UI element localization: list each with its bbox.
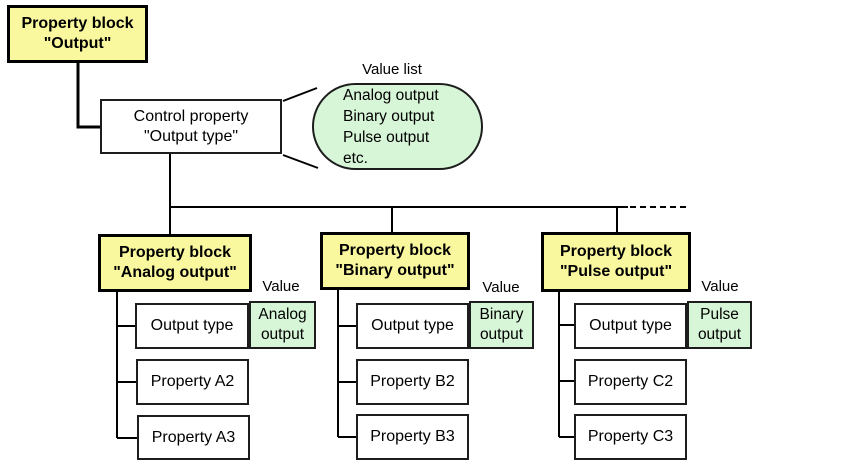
value-list-item: Binary output xyxy=(343,107,435,125)
property-label: Property A3 xyxy=(151,428,236,446)
value-list-item: Analog output xyxy=(343,86,439,104)
value-line2: output xyxy=(479,326,524,343)
spine-analog-column xyxy=(116,292,137,439)
output-type-label: Output type xyxy=(371,317,454,334)
property-label: Property A2 xyxy=(150,373,235,390)
output-type-box-binary: Output type xyxy=(356,303,469,349)
value-box-binary: Binary output xyxy=(469,301,534,349)
value-line2: output xyxy=(697,326,742,343)
property-label: Property B3 xyxy=(370,428,455,445)
property-block-output: Property block "Output" xyxy=(7,5,148,63)
value-line1: Pulse xyxy=(700,306,739,323)
value-list-label: Value list xyxy=(362,61,422,78)
connector-root-to-control xyxy=(76,63,100,129)
control-property-line1: Control property xyxy=(133,107,249,125)
property-box-c2: Property C2 xyxy=(574,359,687,405)
property-label: Property C3 xyxy=(587,428,674,445)
value-line1: Binary xyxy=(479,306,524,323)
property-label: Property C2 xyxy=(587,373,674,390)
block-line1: Property block xyxy=(118,244,232,261)
property-block-pulse-output: Property block "Pulse output" xyxy=(541,232,691,292)
property-box-a2: Property A2 xyxy=(136,359,249,405)
block-line1: Property block xyxy=(338,242,452,259)
property-block-analog-output: Property block "Analog output" xyxy=(98,234,252,292)
output-type-box-pulse: Output type xyxy=(574,303,687,349)
block-line2: "Analog output" xyxy=(113,264,237,281)
spine-binary-column xyxy=(337,290,356,438)
block-line2: "Pulse output" xyxy=(559,263,673,280)
block-line1: Property block xyxy=(559,243,673,260)
property-box-b3: Property B3 xyxy=(356,414,469,460)
control-property-box: Control property "Output type" xyxy=(100,99,282,154)
control-property-line2: "Output type" xyxy=(143,127,239,145)
value-line1: Analog xyxy=(258,306,307,323)
property-label: Property B2 xyxy=(370,373,455,390)
callout-line-upper xyxy=(282,87,318,102)
output-type-label: Output type xyxy=(150,317,234,334)
output-type-box-analog: Output type xyxy=(135,303,249,349)
property-box-b2: Property B2 xyxy=(356,359,469,405)
property-box-a3: Property A3 xyxy=(137,415,250,460)
property-box-c3: Property C3 xyxy=(574,414,687,460)
value-list-shape: Analog output Binary output Pulse output… xyxy=(312,83,483,170)
value-line2: output xyxy=(260,326,305,343)
spine-pulse-column xyxy=(558,292,574,438)
property-block-output-line2: "Output" xyxy=(43,35,112,52)
value-box-analog: Analog output xyxy=(249,301,316,349)
value-label-pulse: Value xyxy=(701,278,739,295)
value-list-item: Pulse output xyxy=(343,128,430,146)
value-list-item: etc. xyxy=(343,149,368,167)
property-block-output-line1: Property block xyxy=(21,15,134,32)
callout-line-lower xyxy=(282,154,319,169)
value-label-analog: Value xyxy=(262,278,300,295)
property-block-binary-output: Property block "Binary output" xyxy=(320,232,470,290)
value-label-binary: Value xyxy=(482,279,520,296)
value-box-pulse: Pulse output xyxy=(687,301,752,349)
block-line2: "Binary output" xyxy=(335,262,455,279)
output-type-label: Output type xyxy=(589,317,672,334)
